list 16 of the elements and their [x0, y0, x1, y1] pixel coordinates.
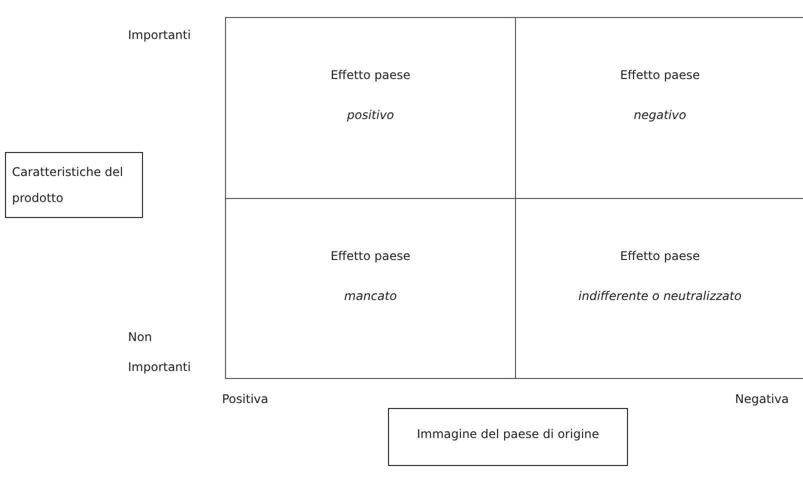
axis-title-box: Caratteristiche del prodotto	[5, 152, 143, 218]
quadrant-heading: Effetto paese	[619, 68, 701, 82]
axis-label: Positiva	[222, 391, 268, 408]
quadrant-value: indifferente o neutralizzato	[577, 289, 743, 303]
axis-title-box: Immagine del paese di origine	[388, 408, 628, 466]
quadrant-value: positivo	[346, 108, 396, 122]
axis-label: Non Importanti	[128, 329, 192, 376]
quadrant-heading: Effetto paese	[619, 249, 701, 263]
axis-label: Importanti	[128, 27, 191, 44]
matrix-quadrant	[225, 17, 516, 199]
quadrant-heading: Effetto paese	[330, 249, 412, 263]
quadrant-heading: Effetto paese	[330, 68, 412, 82]
quadrant-value: negativo	[632, 108, 688, 122]
axis-label: Negativa	[735, 391, 789, 408]
matrix-quadrant	[225, 198, 516, 379]
quadrant-value: mancato	[343, 289, 398, 303]
